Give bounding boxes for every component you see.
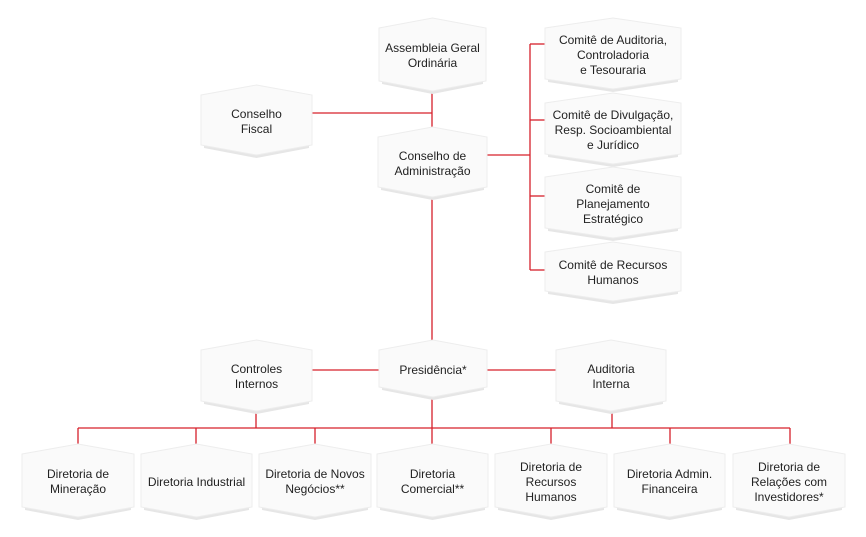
- presidencia-label: Presidência*: [399, 362, 467, 377]
- auditoria-interna-label: Auditoria Interna: [587, 362, 635, 391]
- box-shape: [258, 443, 372, 520]
- box-face: [377, 126, 488, 198]
- box-shape: [21, 443, 135, 520]
- box-shape: [376, 443, 489, 520]
- box-shape: [544, 92, 682, 167]
- diretoria-mineracao-label: Diretoria de Mineração: [46, 467, 110, 496]
- controles-internos-box: Controles Internos: [200, 339, 313, 414]
- comite-planejamento-label: Comitê de Planejamento Estratégico: [576, 181, 650, 226]
- diretoria-industrial-box: Diretoria Industrial: [140, 443, 253, 520]
- box-face: [200, 339, 313, 412]
- controles-internos-label: Controles Internos: [230, 362, 283, 391]
- box-face: [376, 443, 489, 518]
- box-face: [555, 339, 667, 412]
- comite-recursos-humanos-label: Comitê de Recursos Humanos: [558, 258, 668, 287]
- box-shape: [378, 17, 487, 94]
- box-face: [200, 84, 313, 156]
- diretoria-relacoes-investidores-label: Diretoria de Relações com Investidores*: [750, 459, 828, 504]
- comite-auditoria-box: Comitê de Auditoria, Controladoria e Tes…: [544, 17, 682, 92]
- box-face: [140, 443, 253, 518]
- box-face: [544, 241, 682, 302]
- box-shape: [732, 443, 846, 520]
- box-face: [613, 443, 726, 518]
- comite-planejamento-box: Comitê de Planejamento Estratégico: [544, 166, 682, 241]
- diretoria-novos-negocios-label: Diretoria de Novos Negócios**: [265, 467, 365, 496]
- comite-divulgacao-label: Comitê de Divulgação, Resp. Socioambient…: [552, 107, 674, 152]
- box-shape: [200, 84, 313, 158]
- diretoria-mineracao-box: Diretoria de Mineração: [21, 443, 135, 520]
- box-face: [544, 17, 682, 90]
- diretoria-novos-negocios-box: Diretoria de Novos Negócios**: [258, 443, 372, 520]
- comite-divulgacao-box: Comitê de Divulgação, Resp. Socioambient…: [544, 92, 682, 167]
- box-shape: [140, 443, 253, 520]
- diretoria-recursos-humanos-label: Diretoria de Recursos Humanos: [519, 459, 583, 504]
- diretoria-recursos-humanos-box: Diretoria de Recursos Humanos: [494, 443, 608, 520]
- box-shape: [378, 339, 488, 400]
- box-shape: [555, 339, 667, 414]
- comite-recursos-humanos-box: Comitê de Recursos Humanos: [544, 241, 682, 304]
- box-shape: [613, 443, 726, 520]
- diretoria-financeira-box: Diretoria Admin. Financeira: [613, 443, 726, 520]
- box-face: [732, 443, 846, 518]
- box-shape: [200, 339, 313, 414]
- box-face: [378, 339, 488, 398]
- diretoria-relacoes-investidores-box: Diretoria de Relações com Investidores*: [732, 443, 846, 520]
- comite-auditoria-label: Comitê de Auditoria, Controladoria e Tes…: [558, 32, 668, 77]
- conselho-fiscal-label: Conselho Fiscal: [231, 106, 282, 136]
- diretoria-comercial-label: Diretoria Comercial**: [400, 467, 465, 496]
- box-shape: [494, 443, 608, 520]
- auditoria-interna-box: Auditoria Interna: [555, 339, 667, 414]
- conselho-administracao-box: Conselho de Administração: [377, 126, 488, 200]
- box-shape: [544, 17, 682, 92]
- box-face: [544, 166, 682, 239]
- assembleia-geral-box: Assembleia Geral Ordinária: [378, 17, 487, 94]
- box-shape: [544, 166, 682, 241]
- diretoria-financeira-label: Diretoria Admin. Financeira: [626, 467, 713, 496]
- conselho-administracao-label: Conselho de Administração: [394, 148, 471, 178]
- box-face: [544, 92, 682, 165]
- box-face: [21, 443, 135, 518]
- presidencia-box: Presidência*: [378, 339, 488, 400]
- diretoria-industrial-label: Diretoria Industrial: [147, 474, 246, 489]
- box-face: [378, 17, 487, 92]
- box-shape: [377, 126, 488, 200]
- conselho-fiscal-box: Conselho Fiscal: [200, 84, 313, 158]
- box-face: [258, 443, 372, 518]
- assembleia-geral-label: Assembleia Geral Ordinária: [385, 41, 480, 70]
- diretoria-comercial-box: Diretoria Comercial**: [376, 443, 489, 520]
- box-face: [494, 443, 608, 518]
- box-shape: [544, 241, 682, 304]
